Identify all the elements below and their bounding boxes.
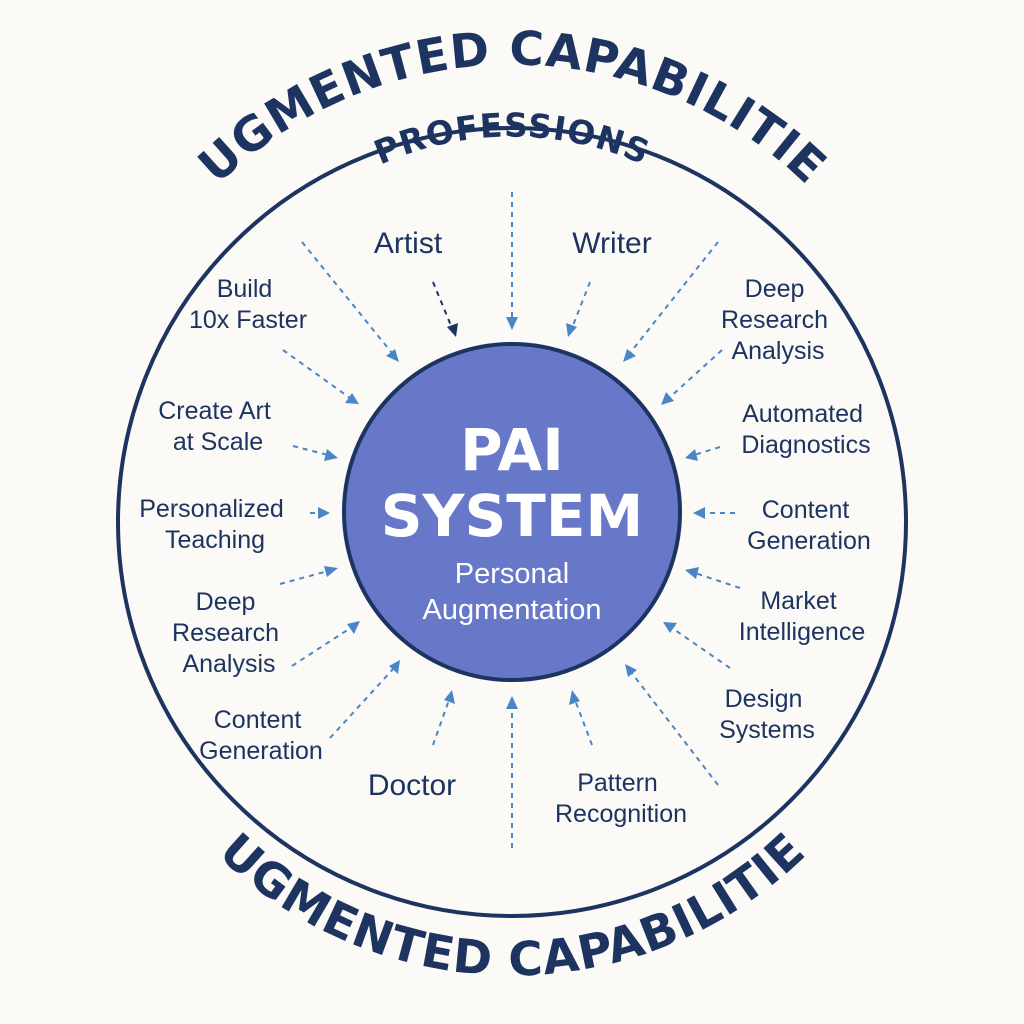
arrow-personalized <box>310 507 330 519</box>
arrow-build <box>282 349 359 404</box>
capability-automated-diagnostics: Automated Diagnostics <box>741 400 870 459</box>
arrow-top-center <box>506 192 518 330</box>
capability-pattern-recognition: Pattern Recognition <box>555 769 687 828</box>
core-subtitle-line1: Personal <box>455 558 569 590</box>
arrow-top-left <box>301 241 399 362</box>
core-subtitle-line2: Augmentation <box>423 594 602 626</box>
profession-artist: Artist <box>374 227 443 260</box>
professions-heading: PROFESSIONS <box>368 105 655 172</box>
connector-arrows <box>279 192 741 848</box>
arrow-content-left <box>329 660 400 739</box>
arrow-create-art <box>292 445 338 461</box>
capability-market-intelligence: Market Intelligence <box>739 587 865 646</box>
capability-design-systems: Design Systems <box>719 685 815 744</box>
ring-title-top: AUGMENTED CAPABILITIES <box>0 0 837 195</box>
arrow-bottom-right <box>625 664 719 786</box>
outer-ring <box>116 126 908 918</box>
core-title-line1: PAI <box>460 416 564 484</box>
arrow-artist <box>432 281 458 337</box>
capability-personalized-teaching: Personalized Teaching <box>139 495 290 554</box>
arrow-bottom-center <box>506 696 518 848</box>
pai-core-circle <box>342 342 682 682</box>
arrow-content-right <box>693 507 735 519</box>
capability-deep-research-right: Deep Research Analysis <box>721 275 835 365</box>
arrow-left-lower <box>279 566 338 585</box>
arrow-market <box>685 567 741 589</box>
arrow-deep-left <box>291 621 360 667</box>
core-title-line2: SYSTEM <box>381 482 643 550</box>
arrow-design <box>663 622 731 669</box>
profession-writer: Writer <box>572 227 651 260</box>
arrow-top-right <box>623 241 719 362</box>
arrow-pattern <box>569 690 593 746</box>
arrow-automated <box>685 446 721 461</box>
profession-doctor: Doctor <box>368 769 456 802</box>
capability-content-generation-left: Content Generation <box>199 706 323 765</box>
capability-create-art: Create Art at Scale <box>158 397 278 456</box>
capability-build-faster: Build 10x Faster <box>189 275 307 334</box>
arrow-doctor <box>432 690 455 746</box>
capability-deep-research-left: Deep Research Analysis <box>172 588 286 678</box>
capability-content-generation-right: Content Generation <box>747 496 871 555</box>
arrow-writer <box>566 281 591 337</box>
arrow-deep-right <box>661 349 723 405</box>
